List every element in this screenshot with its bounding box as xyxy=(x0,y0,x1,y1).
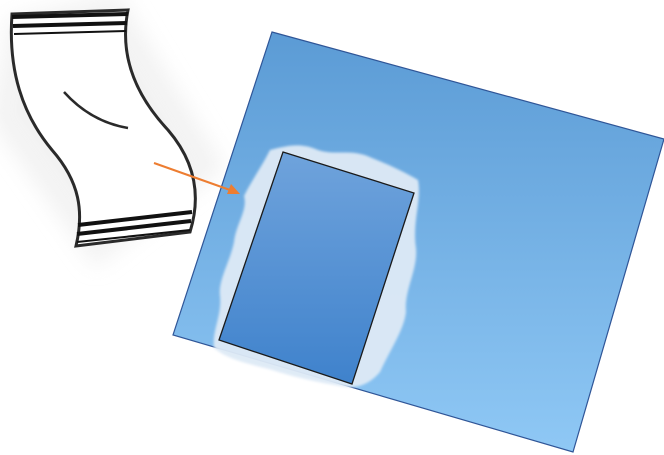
folded-cloth-icon xyxy=(0,0,225,268)
cloth-body xyxy=(11,10,195,246)
